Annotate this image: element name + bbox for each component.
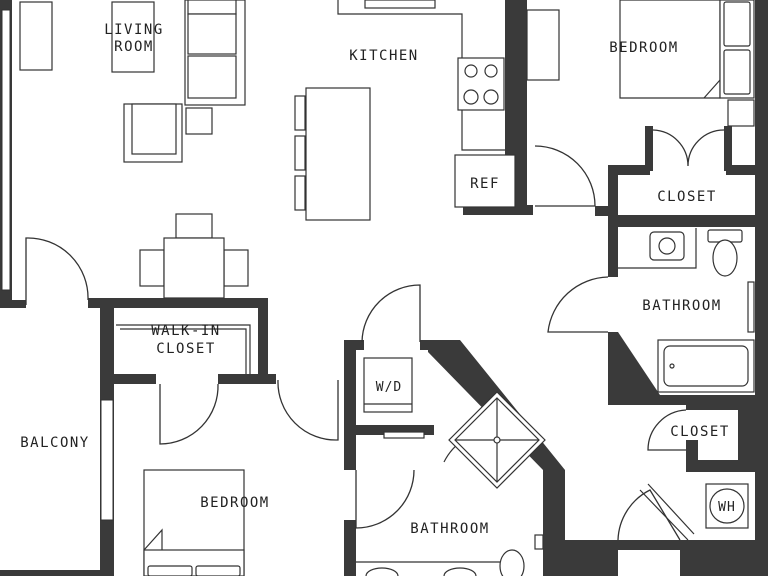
wall-bottom-right: [555, 540, 768, 550]
label-bathroom-right: BATHROOM: [642, 298, 721, 314]
door-walkin: [159, 383, 219, 445]
wall-bath-bottom-left: [344, 520, 356, 576]
label-wd: W/D: [376, 380, 402, 395]
label-walkin-2: CLOSET: [156, 341, 216, 357]
label-living-room-1: LIVING: [104, 22, 164, 38]
wall-kitchen-bottom: [463, 205, 533, 215]
label-walkin-1: WALK-IN: [151, 323, 221, 339]
sink-icon: [649, 231, 685, 261]
shower-icon: [448, 391, 546, 489]
door-bedroom-bottom: [277, 379, 339, 441]
label-bedroom-top: BEDROOM: [609, 40, 679, 56]
vanity-counter: [618, 228, 697, 269]
door-bath-bottom: [355, 469, 415, 529]
label-balcony: BALCONY: [20, 435, 90, 451]
wall-closet-left-stub: [595, 206, 617, 216]
label-bedroom-bottom: BEDROOM: [200, 495, 270, 511]
door-laundry: [361, 284, 421, 343]
water-heater-icon: [705, 483, 749, 529]
sofa-icon: [184, 0, 246, 106]
wall-laundry-bottom: [344, 425, 434, 435]
door-wh: [617, 489, 681, 541]
wall-closet-top-left: [608, 165, 650, 175]
toilet-icon: [707, 229, 743, 277]
towel-bar-icon: [747, 281, 755, 333]
toilet-bottom-icon: [499, 549, 525, 576]
door-bedroom-top: [534, 145, 596, 207]
living-furniture: [19, 0, 249, 299]
counter-unit-icon: [526, 9, 560, 81]
bath-right-fixtures: [618, 228, 755, 393]
wall-bath-right-left-upper: [608, 227, 618, 277]
nightstand-icon: [727, 99, 755, 127]
sink-left-icon: [365, 567, 399, 576]
washer-dryer-icon: [363, 357, 413, 413]
bath-bottom-fixtures: [356, 391, 546, 576]
bed-top-icon: [619, 0, 755, 127]
wall-closet-right-top: [686, 400, 738, 410]
wall-walkin-bottom-left: [100, 374, 156, 384]
wall-laundry-top-left: [344, 340, 364, 350]
kitchen-island-icon: [294, 87, 371, 221]
wall-balcony-bottom: [0, 570, 114, 576]
stove-icon: [457, 57, 505, 111]
wall-closet-door-jamb-right: [724, 126, 732, 171]
label-wh: WH: [718, 500, 736, 515]
wall-closet-left: [608, 165, 618, 215]
wall-wh-top: [686, 460, 768, 472]
wall-bottom-right-corner: [543, 540, 618, 576]
wall-wh-left: [686, 440, 698, 470]
label-bathroom-bottom: BATHROOM: [410, 521, 489, 537]
label-closet-right: CLOSET: [670, 424, 730, 440]
ottoman-icon: [185, 107, 213, 135]
bed-icon: [143, 469, 245, 576]
laundry-fixtures: [363, 357, 413, 413]
refrigerator-icon: [454, 154, 516, 208]
wall-balcony-top: [0, 300, 26, 308]
wall-closet-bottom: [608, 215, 768, 227]
tv-console-icon: [19, 1, 53, 71]
wall-bath-right-angled: [608, 332, 660, 400]
wall-bottom-right-block: [680, 540, 768, 576]
wall-walkin-bottom-right: [218, 374, 276, 384]
kitchen-sink-icon: [364, 0, 436, 9]
wall-laundry-left: [344, 340, 356, 470]
walkin-shelves: [116, 324, 251, 374]
wall-closet-door-jamb-left: [645, 126, 653, 171]
door-closet-top: [652, 129, 725, 167]
label-kitchen: KITCHEN: [349, 48, 419, 64]
wall-closet-top-right: [726, 165, 768, 175]
kitchen-fixtures: [294, 0, 560, 221]
dining-table-icon: [139, 213, 249, 299]
wall-walkin-top: [88, 298, 268, 308]
side-table-icon: [111, 1, 155, 73]
wall-right-exterior: [755, 0, 768, 576]
bathtub-icon: [657, 339, 755, 393]
door-bath-right: [547, 276, 609, 333]
label-living-room-2: ROOM: [114, 39, 154, 55]
label-closet-top: CLOSET: [657, 189, 717, 205]
label-ref: REF: [470, 176, 500, 192]
door-balcony: [25, 237, 89, 305]
armchair-icon: [123, 103, 183, 163]
kitchen-counter: [337, 0, 505, 151]
door-closet-right: [647, 409, 687, 451]
window-balcony: [100, 399, 114, 521]
door-wh-slider: [639, 483, 695, 541]
wall-walkin-right: [258, 298, 268, 378]
wall-closet-right-side: [738, 400, 755, 460]
sink-right-icon: [443, 567, 477, 576]
towel-rack-icon: [383, 431, 425, 439]
fixture-stub-icon: [534, 534, 544, 550]
window-left: [1, 9, 11, 291]
